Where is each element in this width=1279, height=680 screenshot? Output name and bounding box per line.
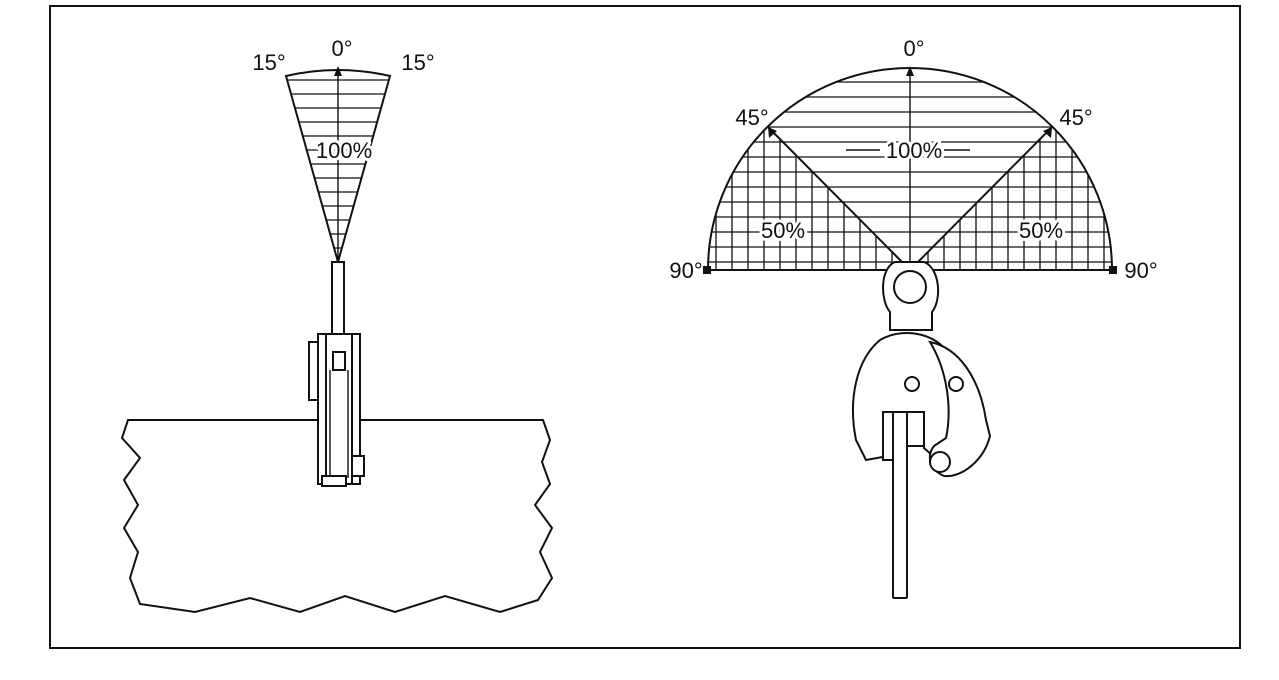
angle-label-15-left: 15° [252,50,285,75]
clamp-side-view [308,261,365,487]
capacity-label-100-right: 100% [886,138,942,163]
angle-label-90-right: 90° [1124,258,1157,283]
capacity-label-50-right: 50% [1019,218,1063,243]
angle-label-45-left: 45° [735,105,768,130]
angle-label-45-right: 45° [1059,105,1092,130]
angle-label-90-left: 90° [669,258,702,283]
capacity-label-100: 100% [316,138,372,163]
clamp-front-view [852,261,992,599]
angle-label-15-right: 15° [401,50,434,75]
angle-label-0: 0° [331,36,352,61]
steel-plate [120,419,554,614]
angle-label-0-right: 0° [903,36,924,61]
capacity-label-50-left: 50% [761,218,805,243]
